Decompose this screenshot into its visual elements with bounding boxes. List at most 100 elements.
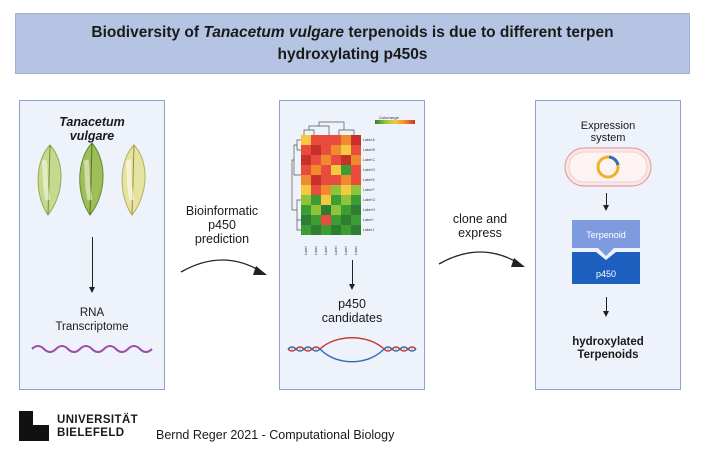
heatmap-cell xyxy=(331,205,341,215)
title-line-2: hydroxylating p450s xyxy=(277,45,428,63)
rna-strand-icon xyxy=(31,345,153,353)
heatmap-cell xyxy=(301,145,311,155)
leaf-icon xyxy=(121,144,146,216)
heatmap-cell xyxy=(331,145,341,155)
heatmap-cell xyxy=(311,205,321,215)
heatmap-cell xyxy=(341,155,351,165)
heatmap-cell xyxy=(331,155,341,165)
heatmap-cell xyxy=(321,135,331,145)
heatmap-cell xyxy=(311,145,321,155)
university-logo-icon xyxy=(19,411,49,441)
heatmap-col-label: Label xyxy=(324,246,328,255)
heatmap-cell xyxy=(311,175,321,185)
substrate-label: Terpenoid xyxy=(586,230,626,240)
heatmap-cell xyxy=(301,225,311,235)
heatmap-cell xyxy=(341,215,351,225)
arrow-head-icon xyxy=(603,205,609,211)
dendrogram-top xyxy=(303,121,355,135)
species-name: Tanacetum vulgare xyxy=(59,115,125,143)
heatmap-row-label: Label H xyxy=(363,208,376,212)
heatmap-cell xyxy=(311,185,321,195)
p450-candidates-label: p450 candidates xyxy=(321,297,383,325)
heatmap-cell xyxy=(321,215,331,225)
color-legend-title: Colorrange xyxy=(379,115,399,120)
down-arrow xyxy=(92,237,93,287)
heatmap-cell xyxy=(311,195,321,205)
heatmap-cell xyxy=(351,135,361,145)
heatmap-cell xyxy=(301,175,311,185)
heatmap-cell xyxy=(331,225,341,235)
heatmap-cell xyxy=(351,175,361,185)
credit-text: Bernd Reger 2021 - Computational Biology xyxy=(156,428,395,442)
heatmap-cell xyxy=(331,175,341,185)
heatmap-cell xyxy=(351,215,361,225)
arrow-head-icon xyxy=(89,287,95,293)
heatmap-row-label: Label D xyxy=(363,168,376,172)
color-legend-bar xyxy=(375,120,415,124)
heatmap-cell xyxy=(341,185,351,195)
heatmap-cell xyxy=(321,185,331,195)
heatmap-cell xyxy=(341,175,351,185)
enzyme-label: p450 xyxy=(595,269,617,279)
leaf-icon xyxy=(79,142,104,216)
heatmap-col-label: Label xyxy=(334,246,338,255)
heatmap-cell xyxy=(321,165,331,175)
heatmap-col-label: Label xyxy=(304,246,308,255)
heatmap-cell xyxy=(341,195,351,205)
heatmap-cell xyxy=(351,225,361,235)
heatmap-cell xyxy=(321,195,331,205)
down-arrow xyxy=(606,297,607,311)
leaf-icon xyxy=(37,144,62,216)
heatmap-cell xyxy=(351,165,361,175)
heatmap-row-label: Label B xyxy=(363,148,375,152)
heatmap-cell xyxy=(301,135,311,145)
heatmap-cell xyxy=(321,155,331,165)
heatmap-col-label: Label xyxy=(314,246,318,255)
heatmap-cell xyxy=(311,165,321,175)
heatmap-cell xyxy=(331,195,341,205)
heatmap-cell xyxy=(341,135,351,145)
heatmap-cell xyxy=(311,135,321,145)
heatmap-row-label: Label A xyxy=(363,138,375,142)
heatmap-cell xyxy=(311,215,321,225)
heatmap-cell xyxy=(341,165,351,175)
dendrogram-left xyxy=(291,139,301,231)
arrow-head-icon xyxy=(603,311,609,317)
heatmap-row-label: Label F xyxy=(363,188,375,192)
hydroxylated-terpenoids-label: hydroxylated Terpenoids xyxy=(572,336,644,361)
heatmap-cell xyxy=(331,135,341,145)
heatmap-cell xyxy=(331,215,341,225)
bacterium-plasmid-icon xyxy=(564,147,652,187)
down-arrow xyxy=(352,260,353,284)
step-clone-express-label: clone and express xyxy=(452,212,508,240)
curved-arrow-icon xyxy=(180,259,267,275)
heatmap-row-label: Label C xyxy=(363,158,376,162)
enzyme-substrate-icon xyxy=(572,220,640,284)
heatmap-row-label: Label J xyxy=(363,228,375,232)
down-arrow xyxy=(606,193,607,205)
heatmap-cell xyxy=(311,225,321,235)
curved-arrow-icon xyxy=(438,251,525,267)
heatmap-cell xyxy=(301,185,311,195)
heatmap-cell xyxy=(351,195,361,205)
heatmap-cell xyxy=(321,175,331,185)
heatmap-cell xyxy=(351,155,361,165)
heatmap-cell xyxy=(301,205,311,215)
rna-transcriptome-label: RNA Transcriptome xyxy=(55,307,129,333)
heatmap-row-label: Label I xyxy=(363,218,374,222)
heatmap-cell xyxy=(331,165,341,175)
heatmap-cell xyxy=(341,145,351,155)
heatmap-cell xyxy=(311,155,321,165)
title-banner: Biodiversity of Tanacetum vulgare terpen… xyxy=(15,13,690,74)
heatmap-cell xyxy=(321,145,331,155)
step-bioinformatic-label: Bioinformatic p450 prediction xyxy=(185,204,259,246)
heatmap-row-label: Label E xyxy=(363,178,375,182)
expression-system-label: Expression system xyxy=(580,120,636,144)
tansy-leaves-illustration xyxy=(37,142,146,216)
arrow-head-icon xyxy=(349,284,355,290)
heatmap-cell xyxy=(321,225,331,235)
heatmap: Label A Label B Label C Label D Label E Label… xyxy=(291,115,421,255)
heatmap-cell xyxy=(321,205,331,215)
heatmap-cell xyxy=(351,205,361,215)
